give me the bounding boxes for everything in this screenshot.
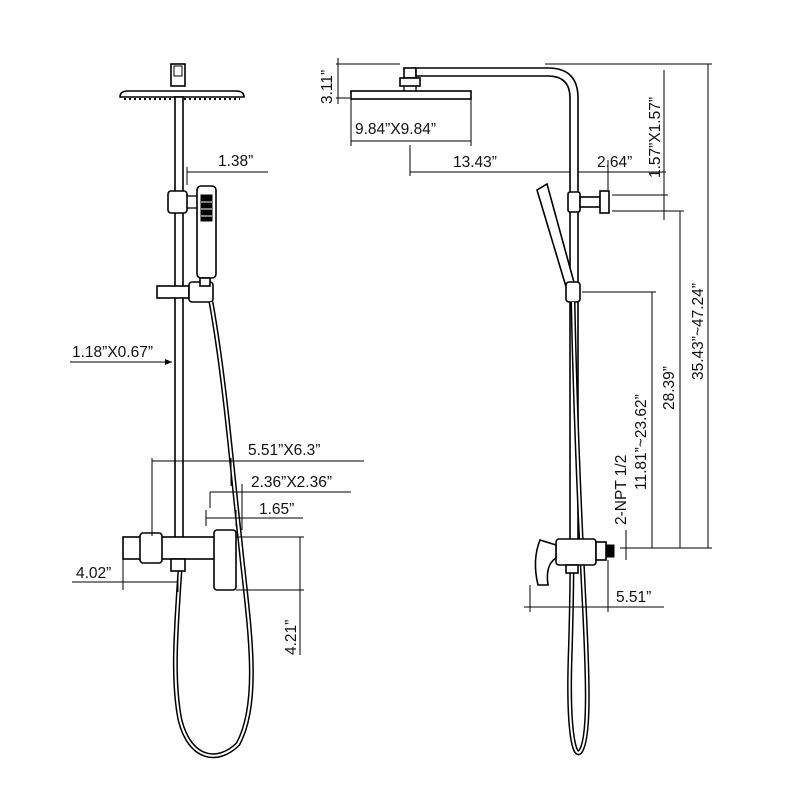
dim-arm-length: 13.43”: [409, 145, 571, 180]
front-riser-pipe: [174, 96, 184, 568]
front-slider-bracket: [156, 277, 214, 303]
dim-inlet-thread: 2-NPT 1/2: [613, 455, 630, 560]
svg-text:9.84”X9.84”: 9.84”X9.84”: [355, 121, 436, 138]
dim-mid-height: 28.39”: [612, 210, 684, 548]
dim-head-size: 9.84”X9.84”: [350, 99, 472, 146]
dim-spout-offset: 1.65”: [205, 501, 303, 526]
dim-pipe-section: 1.18”X0.67”: [70, 344, 172, 365]
front-hose: [172, 301, 254, 759]
dim-spout-projection: 4.02”: [72, 559, 179, 592]
dim-hand-holder-offset: 1.38”: [186, 153, 268, 185]
dim-bracket-size: 1.57”X1.57”: [612, 70, 668, 220]
svg-text:2.36”X2.36”: 2.36”X2.36”: [251, 474, 332, 491]
dim-head-height: 3.11”: [319, 58, 400, 104]
svg-text:1.38”: 1.38”: [218, 153, 253, 170]
svg-text:3.11”: 3.11”: [319, 70, 336, 104]
svg-text:2.64”: 2.64”: [597, 154, 632, 171]
side-hand-shower: [536, 182, 581, 303]
svg-text:1.65”: 1.65”: [259, 501, 294, 518]
front-hand-holder: [167, 190, 197, 214]
svg-text:5.51”: 5.51”: [616, 589, 651, 606]
svg-text:2-NPT 1/2: 2-NPT 1/2: [613, 455, 630, 525]
front-mixer-valve: [122, 529, 237, 591]
dim-diverter-width: 5.51”X6.3”: [151, 442, 364, 536]
svg-text:1.57”X1.57”: 1.57”X1.57”: [647, 97, 664, 178]
side-wall-bracket: [567, 190, 610, 214]
svg-text:28.39”: 28.39”: [661, 366, 678, 410]
dim-total-height: 35.43”~47.24”: [545, 63, 712, 549]
svg-text:5.51”X6.3”: 5.51”X6.3”: [248, 442, 320, 459]
svg-text:11.81”~23.62”: 11.81”~23.62”: [633, 394, 650, 490]
front-shower-head: [119, 63, 245, 100]
dim-holder-range: 11.81”~23.62”: [582, 291, 656, 548]
svg-text:4.21”: 4.21”: [283, 620, 300, 655]
side-mixer-valve: [534, 538, 615, 586]
dim-arm-offset: 2.64”: [578, 154, 666, 190]
side-view: 3.11” 9.84”X9.84” 13.43” 2.64” 1.57”X1.: [319, 58, 712, 756]
dim-valve-height: 4.21”: [236, 536, 304, 655]
svg-text:35.43”~47.24”: 35.43”~47.24”: [690, 283, 707, 380]
svg-text:4.02”: 4.02”: [76, 565, 111, 582]
front-hand-shower: [196, 185, 217, 279]
front-view: 1.38” 1.18”X0.67” 5.51”X6.3” 2.36”X2.36”: [70, 63, 364, 759]
dim-bottom-projection: 5.51”: [524, 560, 664, 612]
svg-text:1.18”X0.67”: 1.18”X0.67”: [72, 344, 153, 361]
dim-valve-body: 2.36”X2.36”: [209, 474, 351, 530]
svg-text:13.43”: 13.43”: [453, 154, 497, 171]
